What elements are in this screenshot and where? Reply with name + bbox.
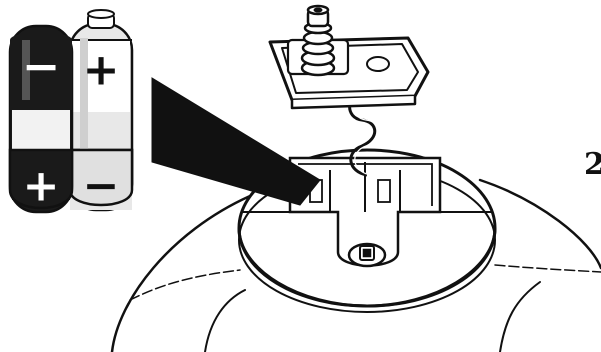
battery-right-top-sign: +	[83, 45, 120, 96]
step-number: 2	[584, 150, 601, 180]
battery-left-top-sign: −	[22, 39, 61, 93]
battery-left-bottom-sign: +	[23, 161, 60, 212]
battery-compartment-cover	[270, 6, 428, 108]
battery-pair: − + + −	[10, 10, 132, 212]
battery-right-bottom-sign: −	[83, 161, 120, 212]
